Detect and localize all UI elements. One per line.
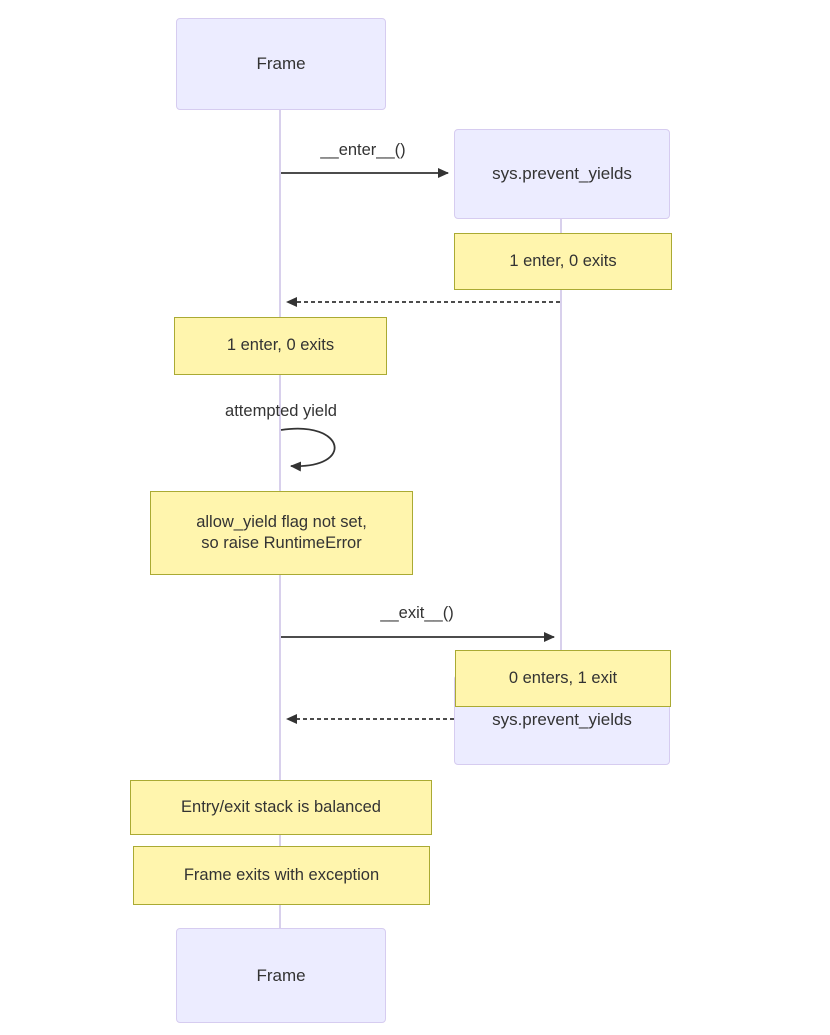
note-line: allow_yield flag not set, (196, 512, 367, 531)
note-text: Frame exits with exception (183, 865, 380, 884)
note-text: 1 enter, 0 exits (226, 336, 335, 355)
note-exit-counts: 0 enters, 1 exit (455, 650, 671, 707)
note-text: 0 enters, 1 exit (508, 668, 618, 687)
note-text: Entry/exit stack is balanced (181, 797, 381, 816)
note-enter-counts-right: 1 enter, 0 exits (454, 233, 672, 290)
actor-sys-top: sys.prevent_yields (454, 129, 670, 219)
actor-sys-top-label: sys.prevent_yields (492, 164, 632, 183)
note-frame-exception: Frame exits with exception (133, 846, 430, 905)
message-label-attempted-yield: attempted yield (225, 402, 337, 420)
note-line: so raise RuntimeError (201, 534, 362, 552)
message-label-enter: __enter__() (320, 141, 406, 159)
actor-frame-top-label: Frame (256, 54, 306, 73)
message-label-exit: __exit__() (380, 604, 454, 622)
actor-frame-top: Frame (176, 18, 386, 110)
actor-sys-bottom-label: sys.prevent_yields (492, 710, 632, 729)
note-stack-balanced: Entry/exit stack is balanced (130, 780, 432, 835)
note-enter-counts-left: 1 enter, 0 exits (174, 317, 387, 375)
note-text: 1 enter, 0 exits (509, 251, 617, 270)
actor-frame-bottom-label: Frame (256, 965, 306, 985)
actor-frame-bottom: Frame (176, 928, 386, 1023)
self-loop-arrow (280, 427, 336, 472)
note-allow-yield-error: allow_yield flag not set, so raise Runti… (150, 491, 413, 575)
